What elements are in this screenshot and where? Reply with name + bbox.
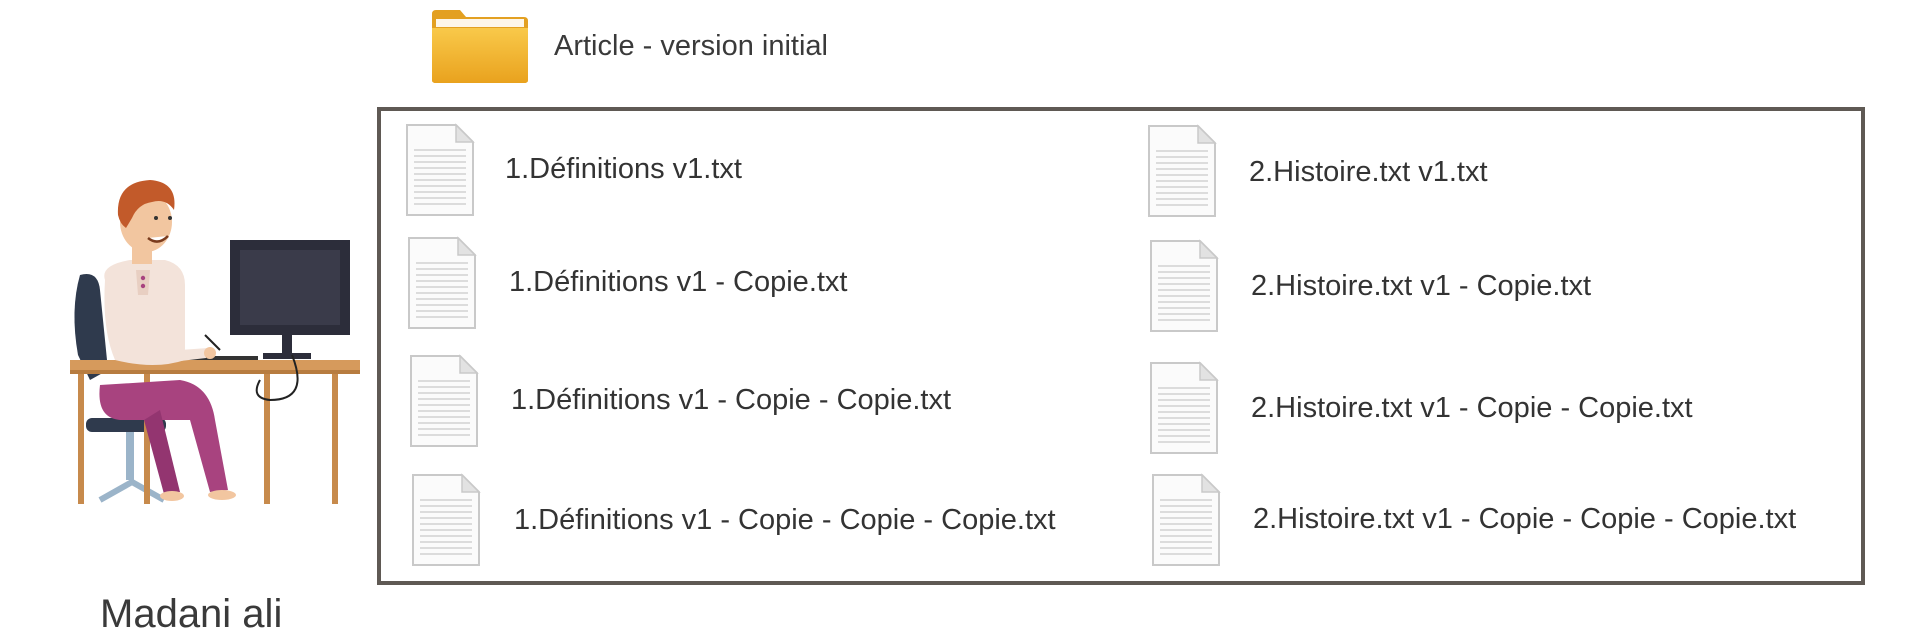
text-file-icon[interactable] (410, 472, 482, 568)
files-frame (377, 107, 1865, 585)
folder-label: Article - version initial (554, 30, 828, 62)
text-file-icon[interactable] (404, 122, 476, 218)
file-name[interactable]: 2.Histoire.txt v1 - Copie.txt (1251, 270, 1592, 302)
file-name[interactable]: 1.Définitions v1 - Copie - Copie - Copie… (514, 504, 1056, 536)
file-name[interactable]: 2.Histoire.txt v1 - Copie - Copie.txt (1251, 392, 1693, 424)
file-name[interactable]: 1.Définitions v1 - Copie - Copie.txt (511, 384, 952, 416)
text-file-icon[interactable] (1148, 238, 1220, 334)
person-name: Madani ali (100, 592, 283, 636)
file-name[interactable]: 1.Définitions v1.txt (505, 153, 742, 185)
file-name[interactable]: 1.Définitions v1 - Copie.txt (509, 266, 848, 298)
text-file-icon[interactable] (1146, 123, 1218, 219)
folder-icon (432, 10, 528, 83)
text-file-icon[interactable] (1148, 360, 1220, 456)
person-at-computer-illustration (70, 180, 360, 504)
text-file-icon[interactable] (408, 353, 480, 449)
text-file-icon[interactable] (406, 235, 478, 331)
file-name[interactable]: 2.Histoire.txt v1 - Copie - Copie - Copi… (1253, 503, 1797, 535)
file-name[interactable]: 2.Histoire.txt v1.txt (1249, 156, 1488, 188)
text-file-icon[interactable] (1150, 472, 1222, 568)
